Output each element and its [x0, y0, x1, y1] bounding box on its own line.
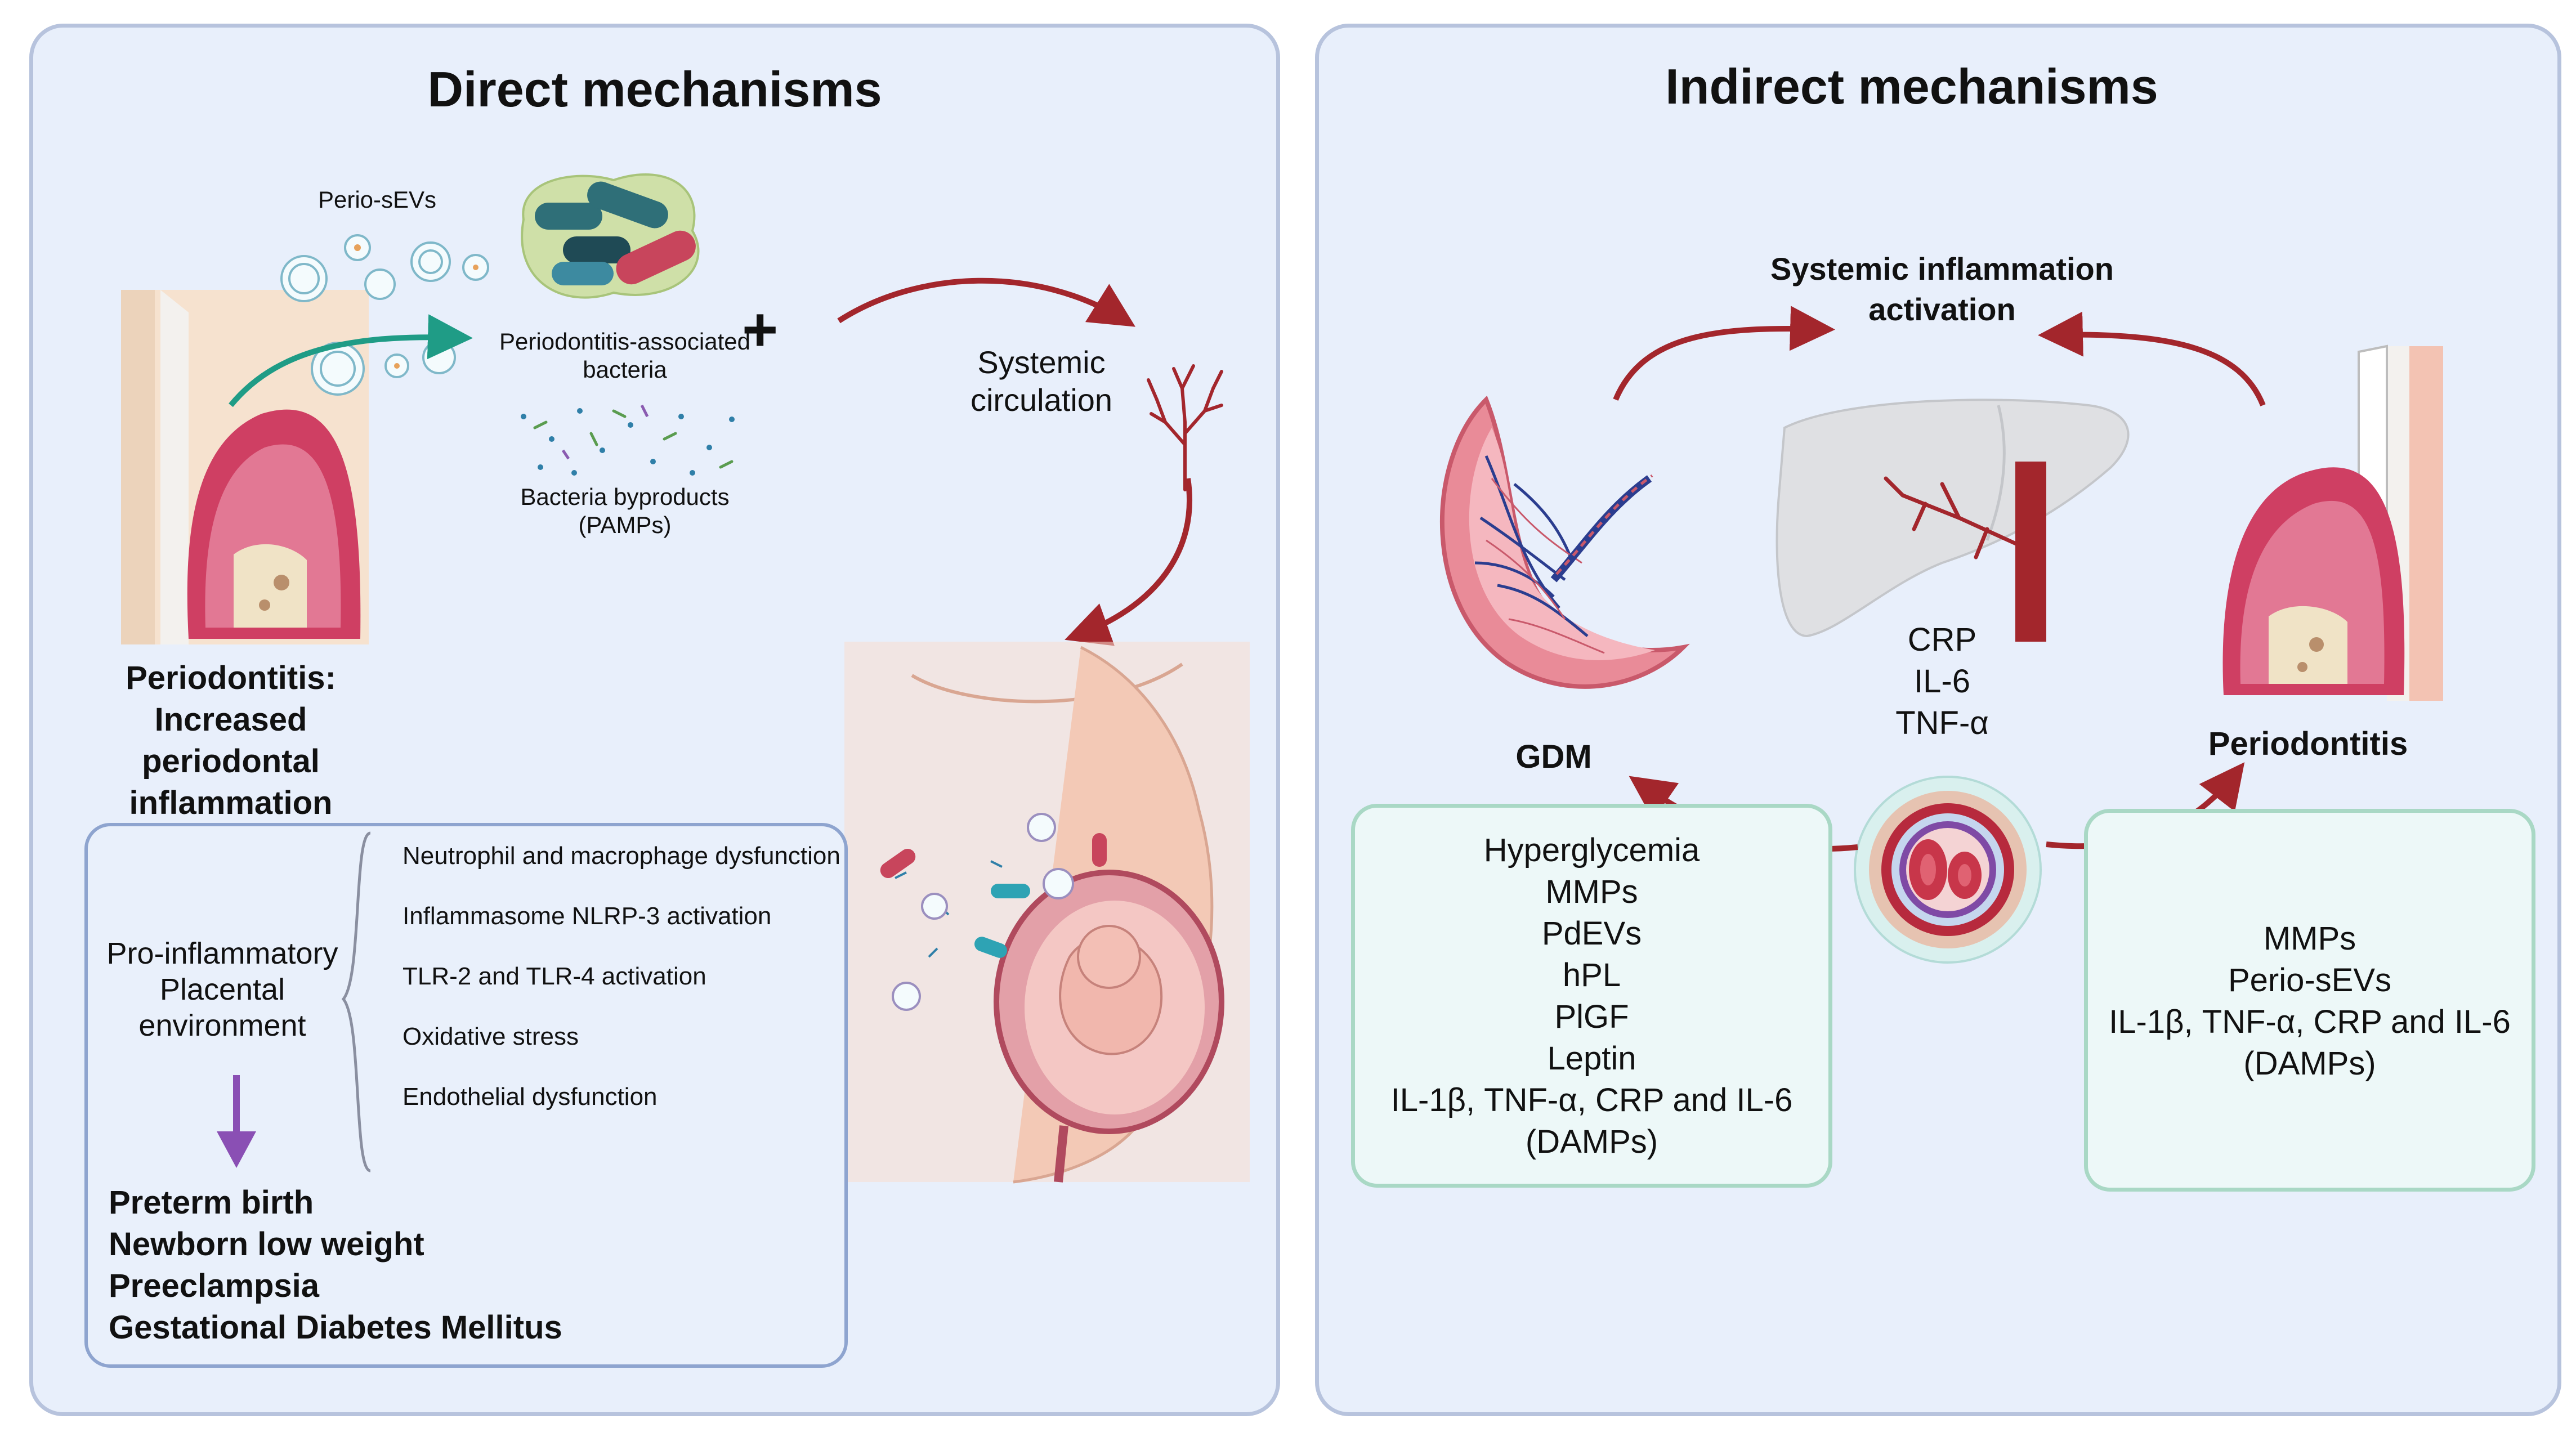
mechanism-item: Inflammasome NLRP-3 activation [402, 902, 772, 930]
placental-environment-label: Pro-inflammatory Placental environment [106, 937, 338, 1042]
gdm-label: GDM [1515, 738, 1592, 775]
bacteria-cluster-icon [521, 173, 700, 299]
bacteria-byproducts-icon [521, 404, 735, 476]
outcome-item: Gestational Diabetes Mellitus [109, 1309, 562, 1346]
mechanism-item: Endothelial dysfunction [402, 1083, 658, 1111]
gdm-factors-list: Hyperglycemia MMPs PdEVs hPL PlGF Leptin… [1351, 830, 1832, 1163]
outcome-item: Newborn low weight [109, 1226, 424, 1263]
gdm-factor: Hyperglycemia [1483, 832, 1700, 869]
outcome-item: Preterm birth [109, 1184, 314, 1221]
gdm-factor: Leptin [1547, 1040, 1636, 1077]
periodontitis-label: Periodontitis [2208, 726, 2408, 762]
periodontitis-factors-box [2084, 809, 2535, 1192]
pregnancy-illustration [844, 642, 1250, 1184]
gdm-factor: PlGF [1554, 999, 1629, 1035]
arrow-gdm-to-systemic [1613, 306, 1835, 401]
mechanisms-brace [341, 831, 372, 1172]
gdm-factor: hPL [1562, 957, 1621, 993]
periodontitis-factor: MMPs [2263, 920, 2356, 957]
purple-down-arrow [217, 1075, 256, 1168]
bacteria-label: Periodontitis-associated bacteria [499, 328, 750, 383]
blood-vessel-cross-section [1854, 776, 2042, 964]
periodontitis-factor: (DAMPs) [2243, 1045, 2376, 1082]
periodontitis-factor: Perio-sEVs [2228, 962, 2392, 999]
gdm-factor: IL-1β, TNF-α, CRP and IL-6 [1390, 1082, 1793, 1118]
mechanism-item: Oxidative stress [402, 1023, 579, 1050]
placenta-illustration [1440, 395, 1690, 689]
byproducts-label: Bacteria byproducts (PAMPs) [520, 484, 730, 539]
mechanism-item: Neutrophil and macrophage dysfunction [402, 842, 840, 870]
periodontitis-factor: IL-1β, TNF-α, CRP and IL-6 [2109, 1004, 2511, 1040]
outcomes-list: Preterm birth Newborn low weight Preecla… [109, 1182, 562, 1349]
arrow-to-circulation [837, 277, 1135, 327]
liver-markers-label: CRP IL-6 TNF-α [1895, 621, 1989, 741]
periodontitis-tooth-illustration [121, 290, 369, 644]
liver-illustration [1776, 399, 2130, 642]
systemic-circulation-label: Systemic circulation [970, 344, 1113, 418]
plus-sign: + [742, 295, 779, 364]
blood-vessel-icon [1147, 364, 1223, 491]
outcome-item: Preeclampsia [109, 1268, 320, 1304]
arrow-to-pregnancy [1065, 478, 1193, 646]
gdm-factor: PdEVs [1541, 915, 1642, 952]
systemic-inflammation-label: Systemic inflammation activation [1770, 251, 2114, 327]
periodontitis-inflammation-label: Periodontitis: Increased periodontal inf… [126, 660, 336, 821]
direct-title: Direct mechanisms [427, 61, 882, 117]
periodontitis-factors-list: MMPs Perio-sEVs IL-1β, TNF-α, CRP and IL… [2084, 918, 2535, 1085]
gdm-factors-box [1351, 804, 1832, 1188]
periodontitis-tooth-illustration-right [2222, 344, 2443, 701]
indirect-title: Indirect mechanisms [1665, 59, 2158, 114]
arrow-periodontitis-to-systemic [2038, 311, 2266, 406]
gdm-factor: (DAMPs) [1525, 1123, 1658, 1160]
mechanism-item: TLR-2 and TLR-4 activation [402, 963, 706, 990]
perio-sevs-label: Perio-sEVs [317, 186, 437, 213]
placental-mechanisms-box [84, 823, 848, 1368]
teal-arrow-to-bacteria [229, 314, 473, 408]
gdm-factor: MMPs [1545, 874, 1638, 910]
